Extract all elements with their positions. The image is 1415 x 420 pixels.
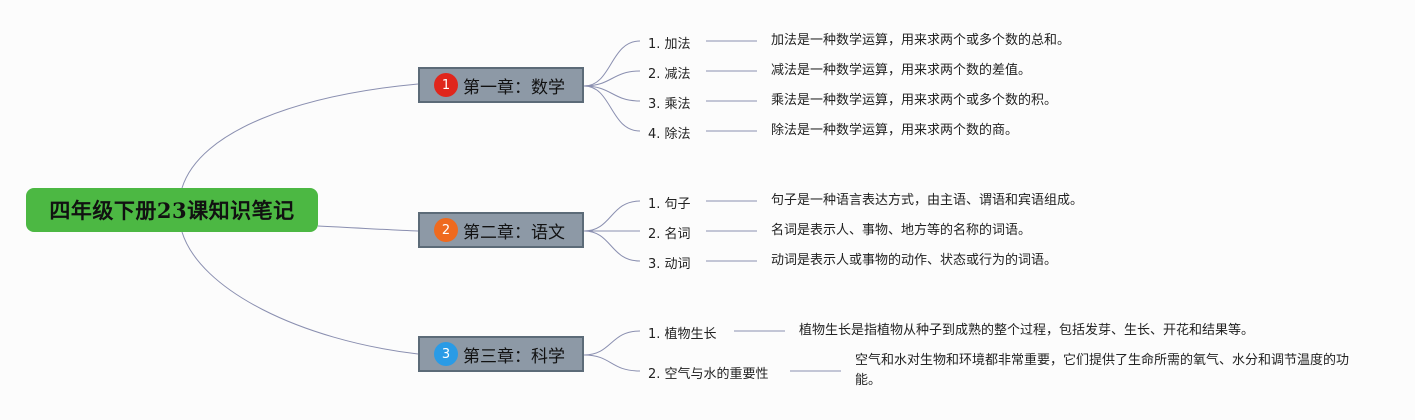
chapter-title: 第二章：语文 xyxy=(463,222,565,243)
chapter-title: 第一章：数学 xyxy=(463,77,565,98)
number-badge-icon: 2 xyxy=(434,218,458,242)
topic-node[interactable]: 4. 除法 xyxy=(648,127,691,142)
chapter-node-chinese[interactable]: 2 第二章：语文 xyxy=(418,212,584,248)
connector-root-ch3 xyxy=(181,231,419,355)
topic-node[interactable]: 2. 空气与水的重要性 xyxy=(648,367,769,382)
connector-root-ch1 xyxy=(181,83,419,189)
topic-description: 植物生长是指植物从种子到成熟的整个过程，包括发芽、生长、开花和结果等。 xyxy=(799,323,1255,338)
topic-description: 名词是表示人、事物、地方等的名称的词语。 xyxy=(771,223,1032,238)
chapter-title: 第三章：科学 xyxy=(463,346,565,367)
topic-node[interactable]: 2. 名词 xyxy=(648,227,691,242)
topic-description: 空气和水对生物和环境都非常重要，它们提供了生命所需的氧气、水分和调节温度的功能。 xyxy=(855,353,1350,388)
topic-description: 减法是一种数学运算，用来求两个数的差值。 xyxy=(771,63,1032,78)
chapter-node-science[interactable]: 3 第三章：科学 xyxy=(418,336,584,372)
root-node[interactable]: 四年级下册23课知识笔记 xyxy=(26,188,318,232)
number-badge-icon: 3 xyxy=(434,342,458,366)
topic-node[interactable]: 3. 动词 xyxy=(648,257,691,272)
topic-node[interactable]: 1. 句子 xyxy=(648,197,691,212)
topic-node[interactable]: 1. 植物生长 xyxy=(648,327,717,342)
topic-description: 句子是一种语言表达方式，由主语、谓语和宾语组成。 xyxy=(771,193,1084,208)
topic-node[interactable]: 1. 加法 xyxy=(648,37,691,52)
topic-description: 动词是表示人或事物的动作、状态或行为的词语。 xyxy=(771,253,1058,268)
topic-node[interactable]: 3. 乘法 xyxy=(648,97,691,112)
number-badge-icon: 1 xyxy=(434,73,458,97)
topic-description: 除法是一种数学运算，用来求两个数的商。 xyxy=(771,123,1019,138)
chapter-node-math[interactable]: 1 第一章：数学 xyxy=(418,67,584,103)
topic-description: 乘法是一种数学运算，用来求两个或多个数的积。 xyxy=(771,93,1058,108)
topic-node[interactable]: 2. 减法 xyxy=(648,67,691,82)
connector-root-ch2 xyxy=(317,225,419,232)
root-title: 四年级下册23课知识笔记 xyxy=(49,198,295,223)
topic-description: 加法是一种数学运算，用来求两个或多个数的总和。 xyxy=(771,33,1071,48)
